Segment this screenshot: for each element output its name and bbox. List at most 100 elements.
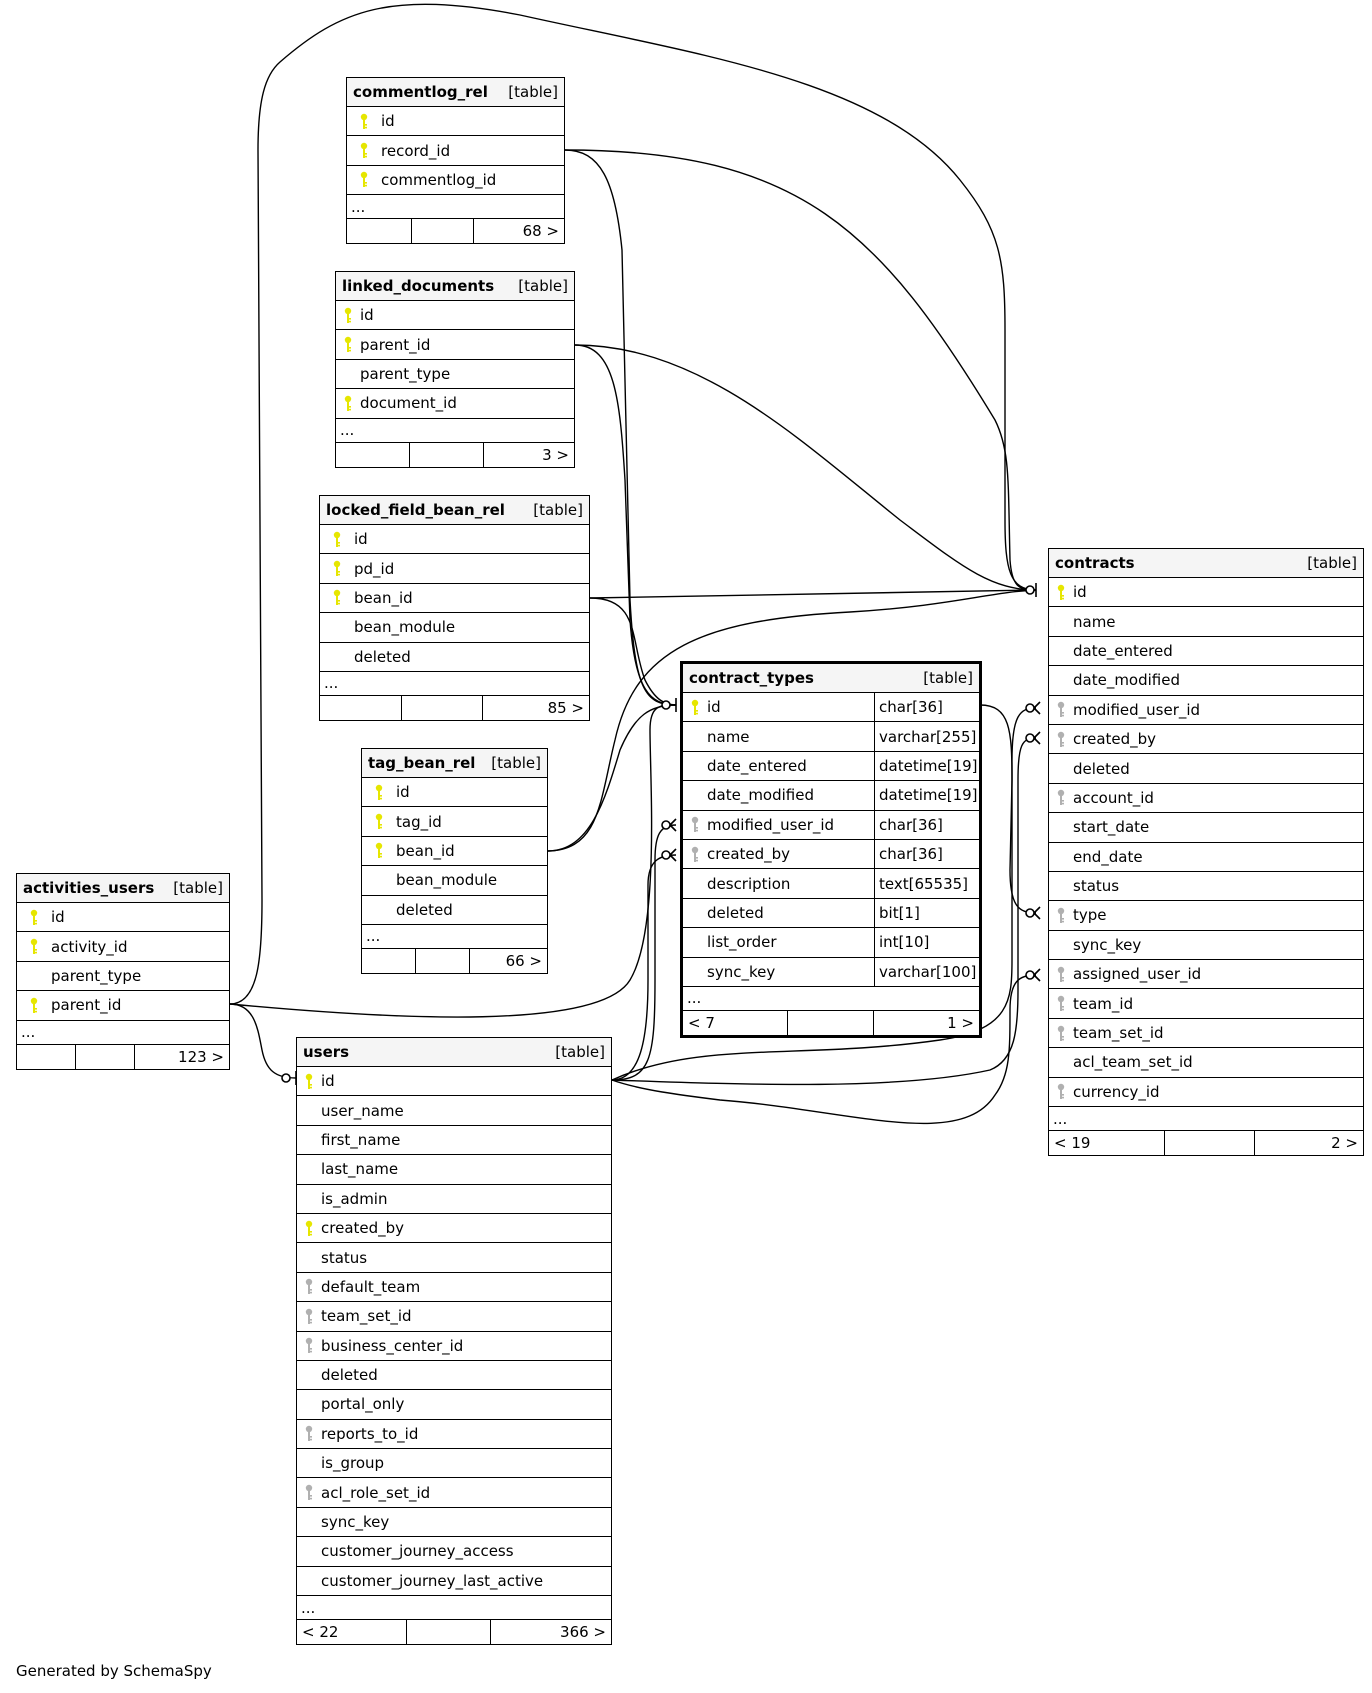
column-row[interactable]: type xyxy=(1049,901,1363,931)
column-row[interactable]: customer_journey_access xyxy=(297,1537,611,1567)
column-row[interactable]: parent_id xyxy=(336,330,574,360)
column-row[interactable]: reports_to_id xyxy=(297,1420,611,1450)
column-row[interactable]: activity_id xyxy=(17,932,229,962)
column-row[interactable]: id xyxy=(362,778,547,808)
column-row[interactable]: deleted xyxy=(320,643,589,672)
column-row[interactable]: sync_key xyxy=(1049,931,1363,961)
table-header[interactable]: contract_types[table] xyxy=(683,664,979,693)
column-row[interactable]: bean_module xyxy=(320,613,589,643)
column-row[interactable]: bean_module xyxy=(362,866,547,896)
column-row[interactable]: status xyxy=(297,1243,611,1273)
table-name[interactable]: linked_documents xyxy=(342,277,495,295)
more-columns-ellipsis[interactable]: ... xyxy=(683,987,979,1011)
column-row[interactable]: business_center_id xyxy=(297,1332,611,1361)
column-row[interactable]: end_date xyxy=(1049,843,1363,872)
column-row[interactable]: date_modified xyxy=(1049,666,1363,696)
child-count[interactable]: 123 > xyxy=(178,1047,224,1066)
column-row[interactable]: deleted xyxy=(362,896,547,925)
column-row[interactable]: tag_id xyxy=(362,807,547,837)
child-count[interactable]: 1 > xyxy=(947,1013,974,1032)
table-header[interactable]: linked_documents[table] xyxy=(336,272,574,301)
column-row[interactable]: currency_id xyxy=(1049,1078,1363,1108)
more-columns-ellipsis[interactable]: ... xyxy=(347,195,564,220)
column-row[interactable]: commentlog_id xyxy=(347,166,564,196)
column-row[interactable]: bean_id xyxy=(320,584,589,614)
column-row[interactable]: team_id xyxy=(1049,989,1363,1019)
more-columns-ellipsis[interactable]: ... xyxy=(17,1021,229,1045)
column-row[interactable]: customer_journey_last_active xyxy=(297,1567,611,1597)
column-row[interactable]: parent_type xyxy=(336,360,574,390)
column-row[interactable]: start_date xyxy=(1049,813,1363,843)
table-name[interactable]: activities_users xyxy=(23,879,155,897)
column-row[interactable]: account_id xyxy=(1049,784,1363,814)
child-count[interactable]: 2 > xyxy=(1331,1134,1358,1153)
column-row[interactable]: first_name xyxy=(297,1126,611,1156)
column-row[interactable]: id xyxy=(320,525,589,555)
table-name[interactable]: commentlog_rel xyxy=(353,83,488,101)
table-name[interactable]: contracts xyxy=(1055,554,1135,572)
more-columns-ellipsis[interactable]: ... xyxy=(336,419,574,443)
table-header[interactable]: commentlog_rel[table] xyxy=(347,78,564,107)
child-count[interactable]: 3 > xyxy=(542,445,569,464)
column-row[interactable]: created_by xyxy=(297,1214,611,1244)
table-name[interactable]: users xyxy=(303,1043,350,1061)
more-columns-ellipsis[interactable]: ... xyxy=(320,672,589,696)
column-row[interactable]: parent_type xyxy=(17,962,229,992)
column-row[interactable]: modified_user_id xyxy=(1049,696,1363,725)
column-row[interactable]: status xyxy=(1049,872,1363,902)
column-row[interactable]: parent_id xyxy=(17,991,229,1021)
table-header[interactable]: locked_field_bean_rel[table] xyxy=(320,496,589,525)
column-row[interactable]: id xyxy=(347,107,564,137)
parent-count[interactable]: < 19 xyxy=(1049,1131,1166,1156)
column-row[interactable]: team_set_id xyxy=(1049,1019,1363,1049)
parent-count[interactable]: < 22 xyxy=(297,1620,408,1645)
table-header[interactable]: activities_users[table] xyxy=(17,874,229,903)
column-row[interactable]: document_id xyxy=(336,389,574,419)
column-row[interactable]: is_admin xyxy=(297,1185,611,1214)
column-row[interactable]: record_id xyxy=(347,136,564,166)
column-row[interactable]: portal_only xyxy=(297,1390,611,1420)
column-row[interactable]: name xyxy=(1049,607,1363,637)
column-row[interactable]: sync_key xyxy=(297,1508,611,1538)
child-count[interactable]: 85 > xyxy=(547,698,584,717)
column-row[interactable]: user_name xyxy=(297,1096,611,1126)
column-row[interactable]: pd_id xyxy=(320,554,589,584)
column-row[interactable]: acl_team_set_id xyxy=(1049,1048,1363,1078)
child-count[interactable]: 68 > xyxy=(522,222,559,241)
column-row[interactable]: bean_id xyxy=(362,837,547,867)
more-columns-ellipsis[interactable]: ... xyxy=(362,925,547,949)
parent-count[interactable]: < 7 xyxy=(683,1010,788,1035)
child-count[interactable]: 66 > xyxy=(505,951,542,970)
column-row[interactable]: id xyxy=(336,301,574,331)
column-row[interactable]: id xyxy=(1049,578,1363,608)
table-header[interactable]: tag_bean_rel[table] xyxy=(362,749,547,778)
table-name[interactable]: locked_field_bean_rel xyxy=(326,501,505,519)
column-row[interactable]: default_team xyxy=(297,1273,611,1303)
more-columns-ellipsis[interactable]: ... xyxy=(297,1596,611,1621)
column-row[interactable]: deleted xyxy=(297,1361,611,1391)
column-row[interactable]: deleted xyxy=(1049,754,1363,784)
column-row[interactable]: id xyxy=(297,1067,611,1097)
more-columns-ellipsis[interactable]: ... xyxy=(1049,1107,1363,1132)
table-name[interactable]: tag_bean_rel xyxy=(368,754,476,772)
table-header[interactable]: users[table] xyxy=(297,1038,611,1067)
column-row[interactable]: id xyxy=(17,903,229,933)
column-row[interactable]: assigned_user_id xyxy=(1049,960,1363,990)
